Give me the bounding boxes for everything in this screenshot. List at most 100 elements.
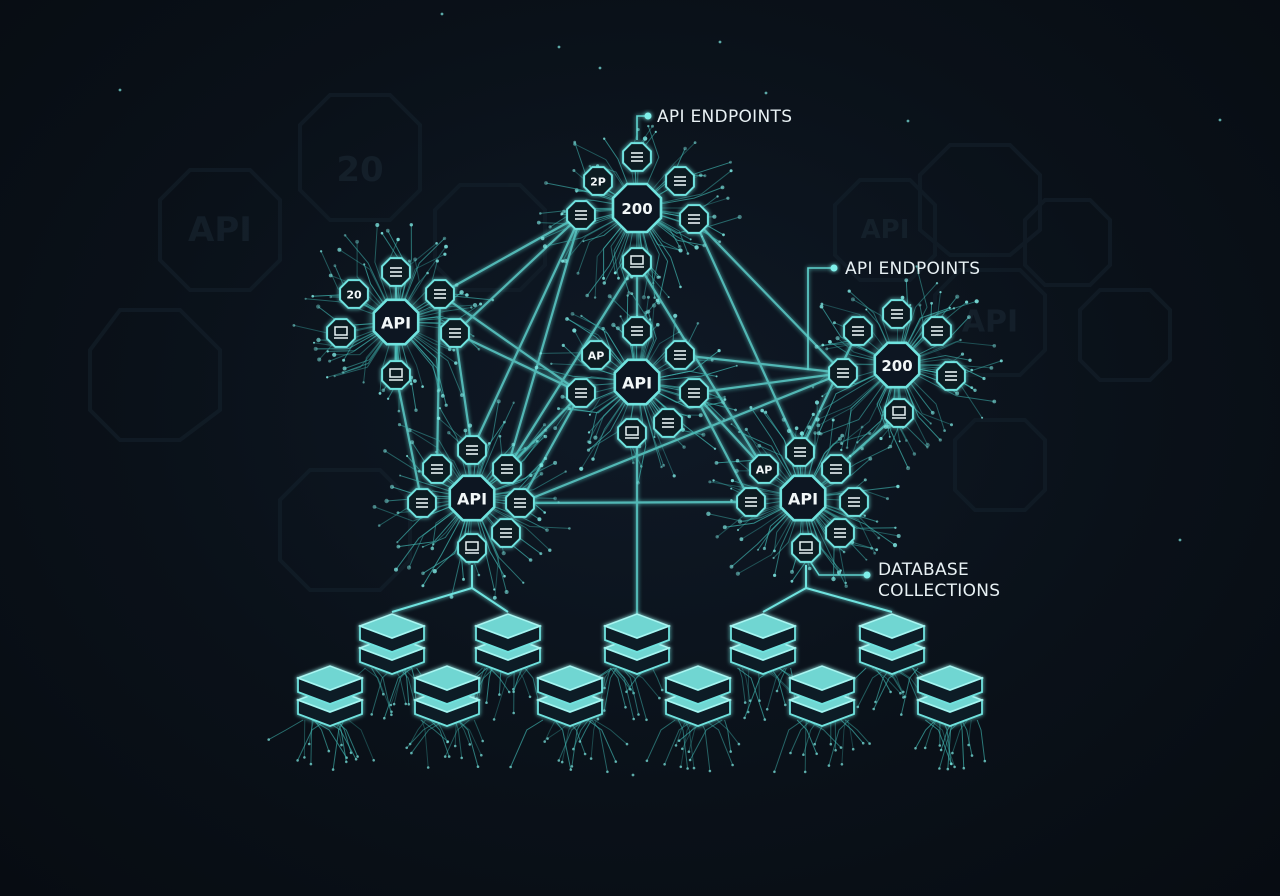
endpoint-node-ctr-w[interactable] [566,378,596,408]
database-slab-top [412,665,482,691]
database-collection[interactable] [663,665,733,727]
hub-node-right-hub[interactable]: 200 [873,341,921,389]
circuit-trace [413,333,457,364]
endpoint-node-top-e[interactable] [679,204,709,234]
trace-dot [624,706,627,709]
list-icon [514,498,526,508]
endpoint-node-ctr-nw[interactable]: AP [581,340,611,370]
trace-dot [677,245,682,249]
hub-node-lower-left-hub[interactable]: API [448,474,496,522]
trace-dot [496,399,501,404]
endpoint-node-lr-n[interactable] [785,437,815,467]
endpoint-node-lr-e[interactable] [839,487,869,517]
trace-dot [739,537,744,542]
trace-dot [807,566,812,571]
connection-edge [394,374,424,504]
connection-edge [519,500,752,505]
endpoint-node-rgt-e[interactable] [936,361,966,391]
trace-dot [892,543,898,548]
endpoint-node-frame [583,166,613,196]
endpoint-node-rgt-s[interactable] [884,398,914,428]
database-collection[interactable] [915,665,985,727]
trace-dot [644,310,648,315]
endpoint-node-frame [791,533,821,563]
endpoint-node-ll-e[interactable] [505,488,535,518]
trace-dot [840,763,844,766]
trace-dot [720,185,725,190]
endpoint-node-top-n[interactable] [622,142,652,172]
database-collection[interactable] [535,665,605,727]
database-collection[interactable] [787,665,857,727]
endpoint-node-ll-nw[interactable] [422,454,452,484]
endpoint-node-rgt-n[interactable] [882,299,912,329]
trace-dot [868,742,871,745]
endpoint-node-ctr-se[interactable] [653,408,683,438]
database-collection[interactable] [357,613,427,675]
endpoint-node-rgt-w[interactable] [828,358,858,388]
trace-dot [743,716,746,720]
database-collection[interactable] [857,613,927,675]
circuit-trace [821,458,871,490]
endpoint-node-ctr-sw[interactable] [617,418,647,448]
trace-dot [899,691,902,695]
endpoint-node-left-e[interactable] [425,279,455,309]
endpoint-node-ll-s[interactable] [457,533,487,563]
trace-dot [955,294,960,299]
endpoint-node-ctr-ne[interactable] [665,340,695,370]
circuit-trace [645,223,669,303]
endpoint-node-left-se[interactable] [440,318,470,348]
circuit-trace [637,400,647,483]
trace-dot [952,307,956,310]
endpoint-node-top-s[interactable] [622,247,652,277]
endpoint-node-lr-w[interactable] [736,487,766,517]
endpoint-node-top-ne[interactable] [665,166,695,196]
trace-dot [861,741,865,745]
circuit-trace [490,464,542,493]
database-collection[interactable] [473,613,543,675]
endpoint-node-ll-w[interactable] [407,488,437,518]
endpoint-node-left-s[interactable] [381,360,411,390]
endpoint-node-lr-se[interactable] [825,518,855,548]
endpoint-node-lr-s[interactable] [791,533,821,563]
trace-dot [572,169,576,172]
trace-dot [341,371,345,374]
trace-dot [636,481,640,485]
label-api-endpoints-top: API ENDPOINTS [657,107,792,127]
trace-dot [557,407,560,411]
trace-dot [386,397,390,400]
endpoint-node-rgt-ne[interactable] [922,316,952,346]
trace-dot [570,765,574,768]
endpoint-node-ctr-e[interactable] [679,378,709,408]
endpoint-node-ll-n[interactable] [457,435,487,465]
database-root-trace [593,719,628,745]
endpoint-node-left-sw[interactable] [326,318,356,348]
trace-dot [462,577,465,581]
hub-node-top-hub[interactable]: 200 [611,182,663,234]
endpoint-node-left-n[interactable] [381,257,411,287]
endpoint-node-left-w[interactable]: 20 [339,279,369,309]
endpoint-node-lr-nw[interactable]: AP [749,454,779,484]
hub-node-left-hub[interactable]: API [372,298,420,346]
sparkle-dot [598,66,602,70]
trace-dot [421,385,424,388]
endpoint-node-top-w[interactable] [566,200,596,230]
endpoint-node-lr-ne[interactable] [821,454,851,484]
trace-dot [340,743,343,747]
trace-dot [311,294,315,298]
trace-dot [723,398,727,401]
trace-dot [983,759,987,763]
database-collection[interactable] [602,613,672,675]
hub-node-center-hub[interactable]: API [613,358,661,406]
database-collection[interactable] [295,665,365,727]
endpoint-node-ll-se[interactable] [491,518,521,548]
trace-dot [593,296,597,299]
database-collection[interactable] [412,665,482,727]
endpoint-node-ctr-n[interactable] [622,316,652,346]
trace-dot [601,326,605,331]
connection-edge [519,392,582,504]
database-collection[interactable] [728,613,798,675]
endpoint-node-rgt-nw[interactable] [843,316,873,346]
hub-node-lower-right-hub[interactable]: API [779,474,827,522]
endpoint-node-ll-ne[interactable] [492,454,522,484]
endpoint-node-top-nw[interactable]: 2P [583,166,613,196]
